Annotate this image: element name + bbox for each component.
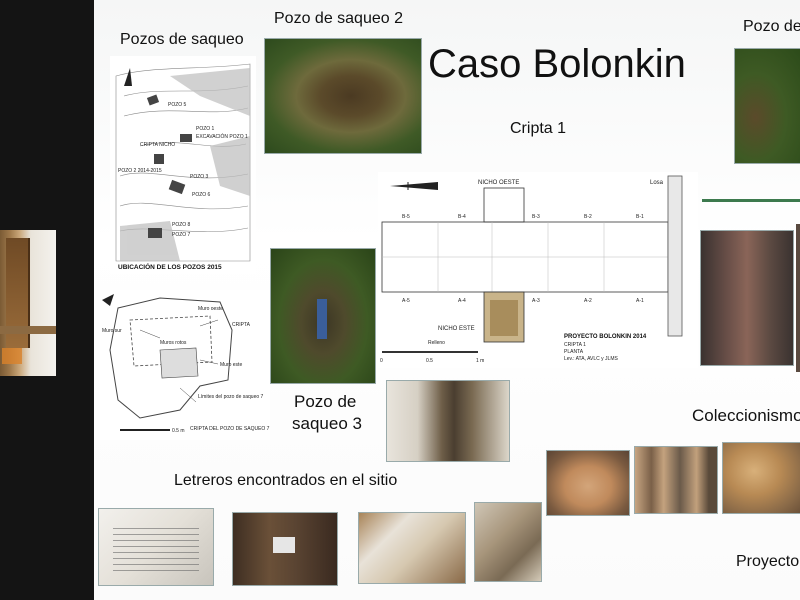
plan-b1: B-1 [636, 214, 644, 220]
pottery-photo [722, 442, 800, 514]
pozo-right-photo [734, 48, 800, 164]
shared-presentation-slide: Caso Bolonkin Pozos de saqueo [94, 0, 800, 600]
sketch-caption: CRIPTA DEL POZO DE SAQUEO 7 [190, 426, 270, 432]
slide-title: Caso Bolonkin [428, 42, 686, 86]
pozo3-caption-line2: saqueo 3 [292, 414, 362, 433]
person-in-pit [317, 299, 327, 339]
plan-a1: A-1 [636, 298, 644, 304]
plan-b3: B-3 [532, 214, 540, 220]
sign-photo-4 [474, 502, 542, 582]
sketch-muro-este: Muro este [220, 362, 242, 368]
cripta-caption: Cripta 1 [510, 120, 567, 137]
plan-nicho-este: NICHO ESTE [438, 326, 475, 332]
sketch-muro-oeste: Muro oeste [198, 306, 223, 312]
map-label-pozo7: POZO 7 [172, 232, 191, 238]
sketch-scale: 0.5 m [172, 428, 185, 434]
plan-scale-0: 0 [380, 358, 383, 364]
plan-b5: B-5 [402, 214, 410, 220]
crypt-sketch-diagram: Muro oeste Muro sur Muros rotos CRIPTA M… [100, 290, 270, 440]
crypt-plan-diagram: NICHO OESTE Losa B-5 B-4 B-3 B-2 B-1 A-5… [378, 172, 698, 368]
plan-scale-1m: 1 m [476, 358, 484, 364]
letreros-heading: Letreros encontrados en el sitio [174, 472, 398, 489]
pozo-right-caption: Pozo de [743, 18, 800, 35]
plan-project-sub3: Lev.: ATA, AVLC y JLMS [564, 356, 618, 362]
map-label-pozo1: POZO 1 [196, 126, 215, 132]
sign-photo-3 [358, 512, 466, 584]
webcam-video-thumbnail [0, 230, 56, 376]
webcam-shelf [0, 326, 56, 334]
sign-photo-2-plaque [273, 537, 295, 553]
plan-project-sub2: PLANTA [564, 349, 584, 355]
plan-a4: A-4 [458, 298, 466, 304]
tools-photo [634, 446, 718, 514]
map-label-pozo5: POZO 5 [168, 102, 187, 108]
sketch-muros-rotos: Muros rotos [160, 340, 187, 346]
bowl-photo [546, 450, 630, 516]
pozo3-caption-line1: Pozo de [294, 392, 357, 411]
plan-nicho-oeste: NICHO OESTE [478, 180, 519, 186]
plan-a3: A-3 [532, 298, 540, 304]
map-label-pozo2: POZO 2 2014-2015 [118, 168, 162, 174]
plan-project-title: PROYECTO BOLONKIN 2014 [564, 334, 647, 340]
sketch-limites: Límites del pozo de saqueo 7 [198, 394, 264, 400]
plan-b4: B-4 [458, 214, 466, 220]
map-label-pozo8: POZO 8 [172, 222, 191, 228]
sign-photo-1 [98, 508, 214, 586]
green-divider [702, 199, 800, 202]
plan-a5: A-5 [402, 298, 410, 304]
map-label-cripta-nicho: CRIPTA NICHO [140, 142, 175, 148]
plan-losa: Losa [650, 180, 664, 186]
sketch-muro-sur: Muro sur [102, 328, 122, 334]
mural-photo-edge [796, 224, 800, 372]
stone-niche-photo [386, 380, 510, 462]
sign-photo-2 [232, 512, 338, 586]
map-label-excavacion: EXCAVACIÓN POZO 1 [196, 133, 248, 140]
plan-project-sub1: CRIPTA 1 [564, 342, 586, 348]
sign-photo-1-writing [113, 523, 199, 573]
plan-relleno: Relleno [428, 340, 445, 346]
map-label-pozo6: POZO 6 [192, 192, 211, 198]
proyecto-heading: Proyecto [736, 553, 800, 570]
plan-a2: A-2 [584, 298, 592, 304]
site-map-diagram: POZO 5 POZO 1 EXCAVACIÓN POZO 1 CRIPTA N… [110, 56, 256, 274]
sketch-cripta: CRIPTA [232, 322, 251, 328]
plan-b2: B-2 [584, 214, 592, 220]
pozos-heading: Pozos de saqueo [120, 31, 244, 48]
pozo2-caption: Pozo de saqueo 2 [274, 10, 403, 27]
mural-photo [700, 230, 794, 366]
pozo3-photo [270, 248, 376, 384]
map-label-pozo3: POZO 3 [190, 174, 209, 180]
coleccionismo-heading: Coleccionismo [692, 406, 800, 425]
plan-scale-05: 0.5 [426, 358, 433, 364]
webcam-lamp [2, 348, 22, 364]
pozo2-photo [264, 38, 422, 154]
map-caption: UBICACIÓN DE LOS POZOS 2015 [118, 262, 222, 271]
